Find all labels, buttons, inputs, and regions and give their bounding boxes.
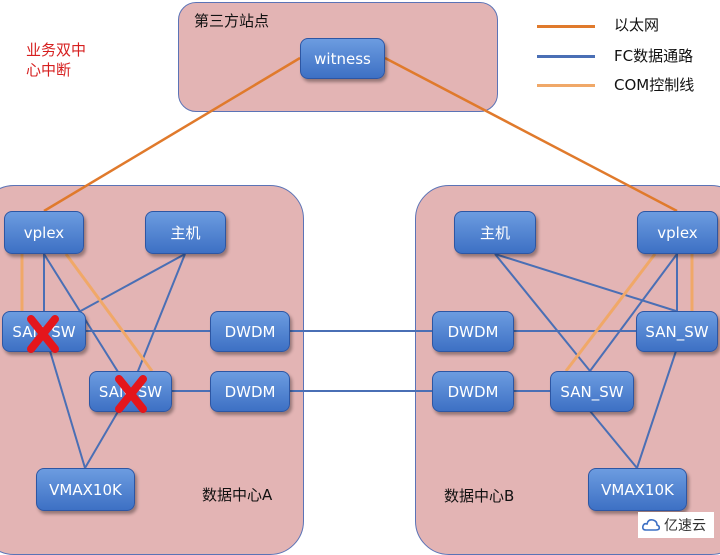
legend-fc-label: FC数据通路: [614, 47, 694, 65]
witness-node: witness: [300, 38, 385, 79]
third-party-site-label: 第三方站点: [194, 12, 270, 30]
vplex-node-a: vplex: [4, 211, 84, 254]
fc-link: [636, 350, 677, 469]
com-link: [564, 253, 657, 372]
dual-center-outage-note: 业务双中心中断: [26, 41, 87, 79]
ethernet-link-b: [384, 56, 678, 213]
failure-x-icon: [27, 315, 59, 353]
datacenter-b-label: 数据中心B: [444, 487, 515, 505]
legend-ethernet-swatch: [537, 25, 595, 28]
dwdm-a2: DWDM: [210, 371, 290, 412]
watermark-text: 亿速云: [664, 518, 706, 534]
dwdm-b2: DWDM: [432, 371, 514, 412]
fc-link: [43, 330, 86, 469]
fc-link: [494, 253, 677, 312]
fc-link: [589, 410, 638, 469]
host-node-a: 主机: [145, 211, 226, 254]
com-link: [64, 253, 154, 372]
watermark: 亿速云: [638, 512, 714, 538]
san-switch-b1: SAN_SW: [636, 311, 718, 352]
fc-link: [129, 253, 186, 392]
fc-link: [494, 253, 591, 372]
host-node-b: 主机: [454, 211, 536, 254]
vmax-a: VMAX10K: [36, 468, 135, 511]
datacenter-a-label: 数据中心A: [202, 486, 273, 504]
dwdm-a1: DWDM: [210, 311, 290, 352]
fc-link: [43, 253, 131, 392]
san-switch-b2: SAN_SW: [550, 371, 634, 412]
ethernet-link-a: [43, 56, 301, 213]
failure-x-icon: [115, 375, 147, 413]
cloud-logo-icon: [642, 519, 660, 531]
legend-com-swatch: [537, 84, 595, 87]
dwdm-b1: DWDM: [432, 311, 514, 352]
fc-link: [589, 253, 678, 372]
vplex-node-b: vplex: [637, 211, 718, 254]
vmax-b: VMAX10K: [588, 468, 687, 511]
legend-com-label: COM控制线: [614, 76, 695, 94]
legend-ethernet-label: 以太网: [614, 16, 660, 34]
legend-fc-swatch: [537, 55, 595, 58]
